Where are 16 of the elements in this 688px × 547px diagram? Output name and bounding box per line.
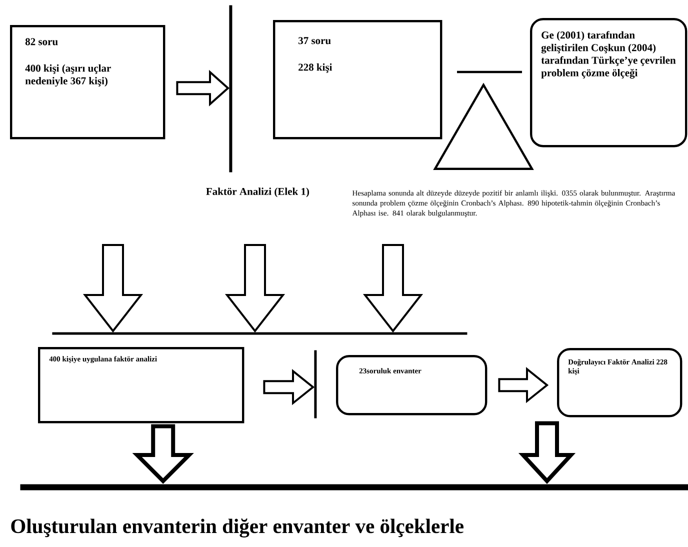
block-arrow <box>132 424 194 484</box>
filter-bar <box>314 350 317 418</box>
process-box: 82 soru 400 kişi (aşırı uçlar nedeniyle 367 kişi) <box>10 25 166 140</box>
rounded-box: Ge (2001) tarafından geliştirilen Coşkun (2004) tarafından Türkçe’ye çevrilen problem çözme ölçeği <box>530 18 688 148</box>
bar-line <box>52 332 468 335</box>
block-arrow <box>176 70 230 106</box>
bar-caption: Faktör Analizi (Elek 1) <box>206 188 309 198</box>
block-arrow <box>82 244 144 333</box>
block-arrow <box>362 244 424 333</box>
block-arrow <box>263 369 315 406</box>
block-arrow <box>518 421 576 484</box>
process-box: 37 soru 228 kişi <box>273 20 442 140</box>
block-arrow <box>224 244 286 333</box>
heading-text: Oluşturulan envanterin diğer envanter ve ölçeklerle <box>11 518 464 538</box>
block-arrow <box>498 367 549 404</box>
filter-bar <box>229 5 232 172</box>
